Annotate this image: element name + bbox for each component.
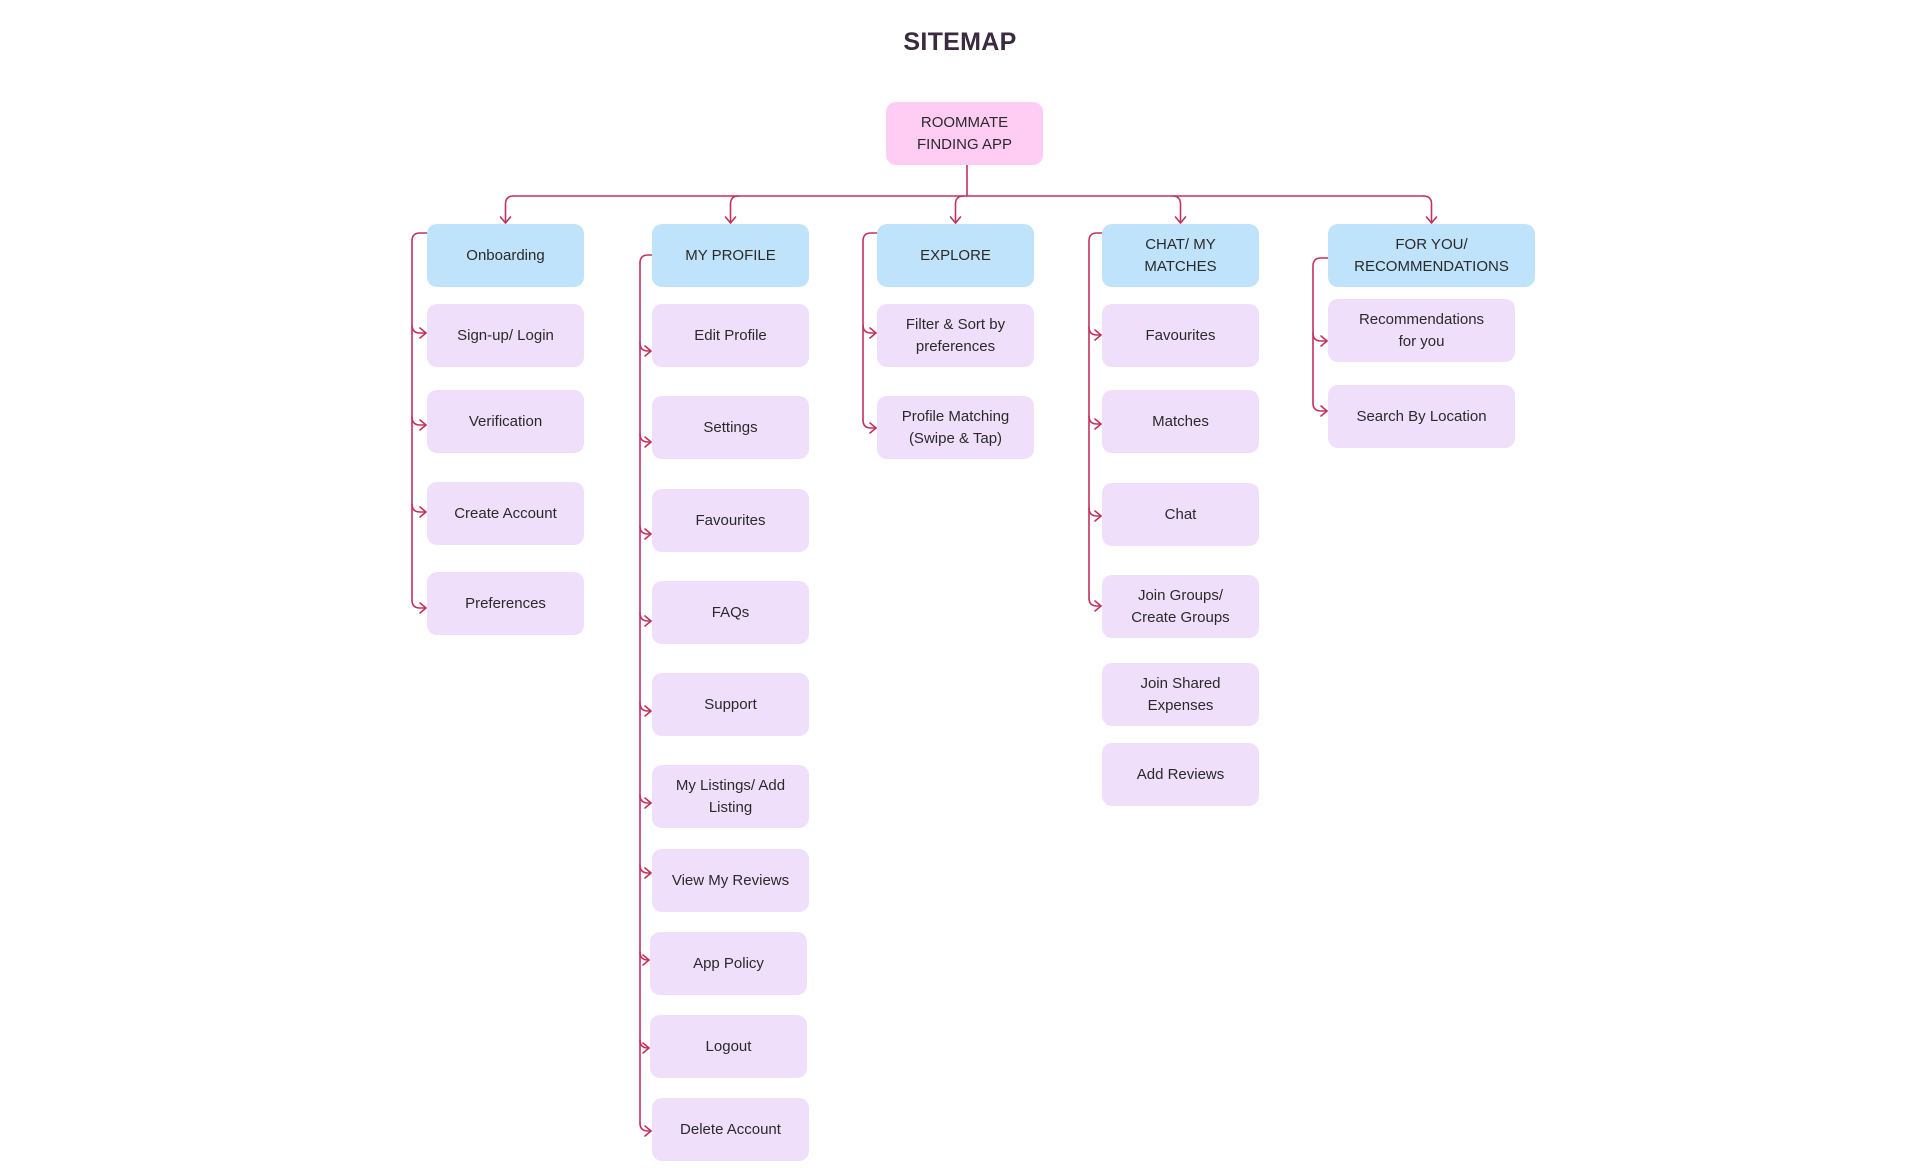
drop-arrow-for-you [1425, 216, 1438, 224]
branch-arrow-for-you-0 [1320, 335, 1328, 347]
drop-line-my-profile [729, 195, 740, 224]
branch-arrow-explore-1 [869, 422, 877, 434]
item-my-profile-3: FAQs [652, 581, 809, 644]
drop-line-chat [1171, 195, 1182, 224]
branch-my-profile-8 [639, 1039, 650, 1049]
item-onboarding-0: Sign-up/ Login [427, 304, 584, 367]
branch-arrow-onboarding-3 [419, 602, 427, 614]
branch-arrow-my-profile-8 [642, 1042, 650, 1054]
branch-explore-0 [862, 324, 877, 334]
branch-arrow-my-profile-0 [644, 345, 652, 357]
branch-arrow-my-profile-1 [644, 436, 652, 448]
drop-arrow-explore [949, 216, 962, 224]
branch-onboarding-2 [411, 503, 427, 513]
item-onboarding-2: Create Account [427, 482, 584, 545]
item-for-you-0: Recommendations for you [1328, 299, 1515, 362]
item-explore-0: Filter & Sort by preferences [877, 304, 1034, 367]
page-title: SITEMAP [903, 28, 1017, 56]
drop-arrow-chat [1174, 216, 1187, 224]
branch-arrow-chat-2 [1094, 510, 1102, 522]
spine-onboarding [411, 232, 428, 601]
spine-for-you [1312, 257, 1329, 404]
item-my-profile-2: Favourites [652, 489, 809, 552]
branch-my-profile-5 [639, 794, 652, 804]
item-my-profile-7: App Policy [650, 932, 807, 995]
item-explore-1: Profile Matching (Swipe & Tap) [877, 396, 1034, 459]
drop-line-onboarding [504, 195, 515, 224]
branch-my-profile-2 [639, 525, 652, 535]
branch-arrow-my-profile-2 [644, 528, 652, 540]
branch-my-profile-3 [639, 612, 652, 622]
spine-explore [862, 232, 878, 421]
item-chat-2: Chat [1102, 483, 1259, 546]
branch-explore-1 [862, 419, 877, 429]
branch-arrow-my-profile-7 [642, 954, 650, 966]
drop-line-explore [954, 195, 965, 224]
drop-arrow-my-profile [724, 216, 737, 224]
branch-arrow-my-profile-6 [644, 867, 652, 879]
branch-arrow-onboarding-0 [419, 327, 427, 339]
branch-arrow-onboarding-1 [419, 419, 427, 431]
branch-arrow-onboarding-2 [419, 506, 427, 518]
spine-my-profile [639, 254, 653, 1124]
branch-arrow-my-profile-5 [644, 797, 652, 809]
branch-onboarding-0 [411, 324, 427, 334]
branch-my-profile-6 [639, 864, 652, 874]
branch-for-you-0 [1312, 332, 1328, 342]
branch-for-you-1 [1312, 402, 1328, 412]
item-chat-3: Join Groups/ Create Groups [1102, 575, 1259, 638]
item-my-profile-4: Support [652, 673, 809, 736]
item-chat-1: Matches [1102, 390, 1259, 453]
item-chat-extra-0: Join Shared Expenses [1102, 663, 1259, 726]
branch-onboarding-1 [411, 416, 427, 426]
branch-arrow-my-profile-3 [644, 615, 652, 627]
drop-arrow-onboarding [499, 216, 512, 224]
branch-chat-2 [1088, 507, 1102, 517]
item-onboarding-1: Verification [427, 390, 584, 453]
branch-arrow-chat-3 [1094, 600, 1102, 612]
item-my-profile-5: My Listings/ Add Listing [652, 765, 809, 828]
branch-arrow-my-profile-9 [644, 1125, 652, 1137]
category-chat: CHAT/ MY MATCHES [1102, 224, 1259, 287]
item-my-profile-1: Settings [652, 396, 809, 459]
item-my-profile-9: Delete Account [652, 1098, 809, 1161]
category-for-you: FOR YOU/ RECOMMENDATIONS [1328, 224, 1535, 287]
branch-arrow-for-you-1 [1320, 405, 1328, 417]
branch-my-profile-4 [639, 702, 652, 712]
branch-chat-3 [1088, 597, 1102, 607]
branch-my-profile-1 [639, 433, 652, 443]
root-node: ROOMMATE FINDING APP [886, 102, 1043, 165]
branch-my-profile-9 [639, 1122, 652, 1132]
spine-chat [1088, 232, 1103, 599]
item-my-profile-6: View My Reviews [652, 849, 809, 912]
branch-my-profile-7 [639, 951, 650, 961]
category-onboarding: Onboarding [427, 224, 584, 287]
category-my-profile: MY PROFILE [652, 224, 809, 287]
item-chat-extra-1: Add Reviews [1102, 743, 1259, 806]
item-my-profile-0: Edit Profile [652, 304, 809, 367]
branch-chat-0 [1088, 326, 1102, 336]
item-chat-0: Favourites [1102, 304, 1259, 367]
drop-line-for-you [1422, 195, 1433, 224]
item-onboarding-3: Preferences [427, 572, 584, 635]
branch-my-profile-0 [639, 342, 652, 352]
branch-arrow-chat-1 [1094, 418, 1102, 430]
branch-arrow-explore-0 [869, 327, 877, 339]
branch-arrow-my-profile-4 [644, 705, 652, 717]
item-my-profile-8: Logout [650, 1015, 807, 1078]
item-for-you-1: Search By Location [1328, 385, 1515, 448]
branch-chat-1 [1088, 415, 1102, 425]
branch-onboarding-3 [411, 599, 427, 609]
category-explore: EXPLORE [877, 224, 1034, 287]
branch-arrow-chat-0 [1094, 329, 1102, 341]
